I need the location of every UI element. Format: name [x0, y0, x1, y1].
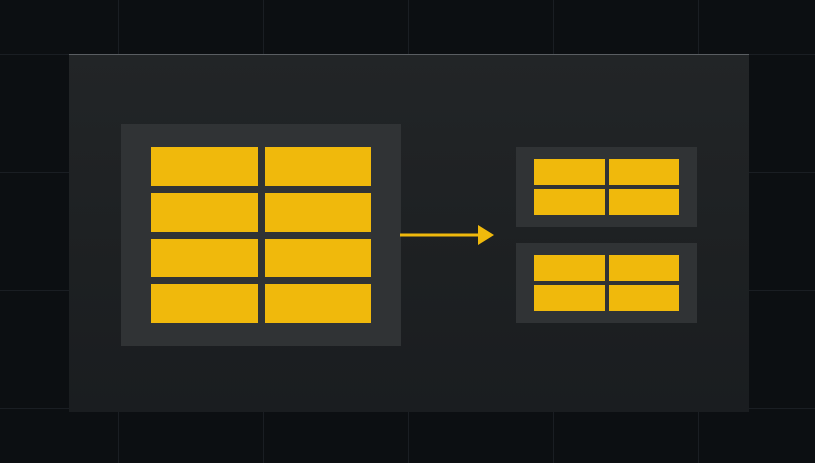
output-cell — [608, 255, 679, 281]
source-cell — [264, 238, 371, 278]
output-table-1 — [516, 147, 697, 227]
output-cell — [534, 285, 605, 311]
source-cell — [264, 284, 371, 323]
source-cell — [264, 147, 371, 186]
arrow-head — [478, 225, 494, 245]
source-cell — [151, 284, 258, 323]
diagram-panel — [69, 54, 749, 412]
source-table — [121, 124, 401, 346]
source-cell — [264, 192, 371, 232]
output-cell — [608, 189, 679, 215]
source-cell — [151, 238, 258, 278]
output-table-2 — [516, 243, 697, 323]
output-cell — [534, 159, 605, 185]
output-cell — [534, 255, 605, 281]
source-cell — [151, 192, 258, 232]
output-cell — [608, 285, 679, 311]
arrow-right-icon — [400, 225, 494, 245]
output-cell — [608, 159, 679, 185]
output-cell — [534, 189, 605, 215]
source-cell — [151, 147, 258, 186]
